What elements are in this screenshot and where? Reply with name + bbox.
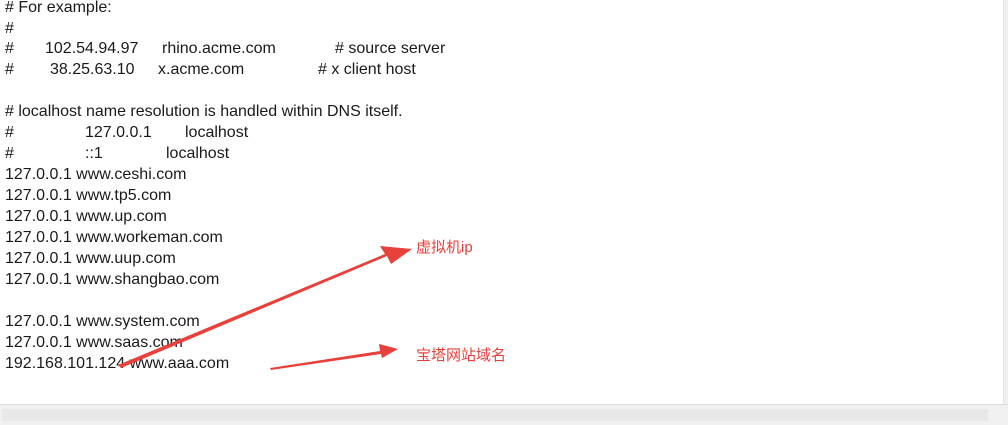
annotation-vm-ip: 虚拟机ip <box>416 239 473 256</box>
horizontal-scroll-thumb[interactable] <box>2 409 988 421</box>
host-entry: 127.0.0.1 www.shangbao.com <box>5 271 220 288</box>
scrollbar-corner <box>992 405 1008 425</box>
file-line: # For example: <box>5 0 112 16</box>
host-entry: 127.0.0.1 www.system.com <box>5 313 200 330</box>
host-entry: 127.0.0.1 www.ceshi.com <box>5 166 187 183</box>
host-comment: # source server <box>335 40 446 57</box>
ip-address: 38.25.63.10 <box>50 61 135 78</box>
file-line: # localhost name resolution is handled w… <box>5 103 403 120</box>
host-entry: 127.0.0.1 www.uup.com <box>5 250 176 267</box>
host-entry: 127.0.0.1 www.saas.com <box>5 334 183 351</box>
host-entry: 127.0.0.1 www.up.com <box>5 208 167 225</box>
file-line: # <box>5 20 14 37</box>
file-line: # 127.0.0.1 localhost <box>5 122 305 143</box>
host-entry: 127.0.0.1 www.tp5.com <box>5 187 172 204</box>
host-name: rhino.acme.com <box>162 40 276 57</box>
comment-hash: # <box>5 145 14 162</box>
file-line: # 38.25.63.10 x.acme.com # x client host <box>5 59 505 80</box>
file-line: # 102.54.94.97 rhino.acme.com # source s… <box>5 38 505 59</box>
host-entry: 127.0.0.1 www.workeman.com <box>5 229 223 246</box>
vertical-scrollbar[interactable] <box>1003 0 1008 404</box>
ip-address: 102.54.94.97 <box>45 40 139 57</box>
hosts-text-area[interactable]: # For example: # # 102.54.94.97 rhino.ac… <box>0 0 1003 404</box>
comment-hash: # <box>5 61 14 78</box>
ip-address: ::1 <box>85 145 103 162</box>
ip-address: 127.0.0.1 <box>85 124 152 141</box>
host-name: x.acme.com <box>158 61 245 78</box>
host-comment: # x client host <box>318 61 416 78</box>
host-name: localhost <box>166 145 230 162</box>
file-line: # ::1 localhost <box>5 143 305 164</box>
horizontal-scrollbar[interactable] <box>0 404 1008 425</box>
comment-hash: # <box>5 40 14 57</box>
host-name: localhost <box>185 124 249 141</box>
annotation-bt-domain: 宝塔网站域名 <box>416 347 507 364</box>
host-entry-vm: 192.168.101.124 www.aaa.com <box>5 355 230 372</box>
comment-hash: # <box>5 124 14 141</box>
